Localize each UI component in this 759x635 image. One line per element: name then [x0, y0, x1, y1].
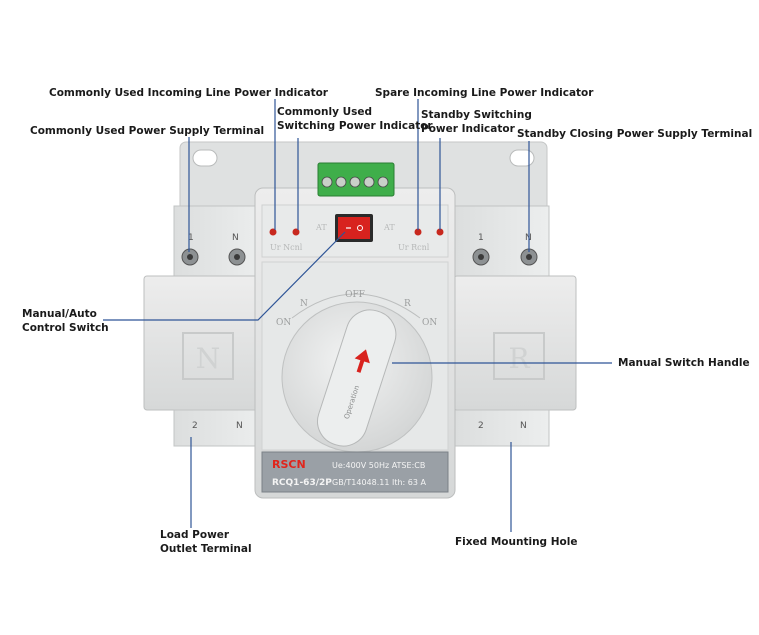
- brand-text: RSCN: [272, 458, 306, 471]
- led-spare-incoming: [414, 228, 422, 236]
- panel-letter-left: N: [196, 342, 221, 375]
- led-common-switching: [292, 228, 300, 236]
- rating-line-1: Ue:400V 50Hz ATSE:CB: [332, 461, 425, 470]
- side-covers: N R: [143, 275, 577, 411]
- dial-left-text: N: [300, 299, 308, 309]
- terminal-label: N: [525, 233, 532, 243]
- label-manual-auto-switch-line1: Manual/Auto: [22, 308, 97, 320]
- panel-letter-right: R: [508, 342, 530, 375]
- label-spare-incoming-indicator: Spare Incoming Line Power Indicator: [375, 87, 594, 99]
- rating-line-2: GB/T14048.11 Ith: 63 A: [332, 478, 427, 487]
- manual-switch-handle: Operation: [317, 309, 397, 447]
- mounting-hole-top-left: [192, 149, 218, 167]
- dial-on-right-text: ON: [422, 318, 437, 328]
- label-manual-switch-handle: Manual Switch Handle: [618, 357, 750, 369]
- label-common-supply-terminal: Commonly Used Power Supply Terminal: [30, 125, 265, 137]
- label-common-switching-indicator-line2: Switching Power Indicator: [277, 120, 433, 132]
- terminal-label: N: [236, 421, 243, 431]
- terminal-label: 2: [192, 421, 198, 431]
- label-common-incoming-indicator: Commonly Used Incoming Line Power Indica…: [49, 87, 328, 99]
- mounting-hole-top-right: [509, 149, 535, 167]
- dial-on-left-text: ON: [276, 318, 291, 328]
- at-text-right: AT: [383, 223, 395, 232]
- label-load-outlet-line2: Outlet Terminal: [160, 543, 252, 555]
- terminal-label: 1: [478, 233, 484, 243]
- terminal-label: 2: [478, 421, 484, 431]
- led-standby-switching: [436, 228, 444, 236]
- terminal-label: 1: [188, 233, 194, 243]
- bottom-terminal-area: 2 N 2 N: [173, 409, 550, 447]
- top-terminal-area: 1 N 1 N: [173, 205, 550, 279]
- indicator-text-right: Ur Rcnl: [398, 243, 430, 252]
- dial-off-text: OFF: [345, 290, 365, 300]
- model-text: RCQ1-63/2P: [272, 478, 332, 488]
- center-module: Ur Ncnl Ur Rcnl AT AT OFF N R ON ON Oper…: [254, 162, 456, 499]
- indicator-text-left: Ur Ncnl: [270, 243, 303, 252]
- terminal-label: N: [520, 421, 527, 431]
- terminal-label: N: [232, 233, 239, 243]
- label-standby-closing-terminal: Standby Closing Power Supply Terminal: [517, 128, 753, 140]
- dial-right-text: R: [404, 299, 411, 309]
- label-load-outlet-line1: Load Power: [160, 529, 230, 541]
- leader-manual-auto: [103, 231, 346, 321]
- label-standby-switching-indicator-line1: Standby Switching: [421, 109, 532, 121]
- manual-auto-rocker: [338, 217, 370, 239]
- leader-lines: [103, 99, 612, 532]
- label-manual-auto-switch-line2: Control Switch: [22, 322, 109, 334]
- led-common-incoming: [269, 228, 277, 236]
- label-standby-switching-indicator-line2: Power Indicator: [421, 123, 515, 135]
- label-fixed-mounting-hole: Fixed Mounting Hole: [455, 536, 578, 548]
- label-common-switching-indicator-line1: Commonly Used: [277, 106, 373, 118]
- at-text-left: AT: [315, 223, 327, 232]
